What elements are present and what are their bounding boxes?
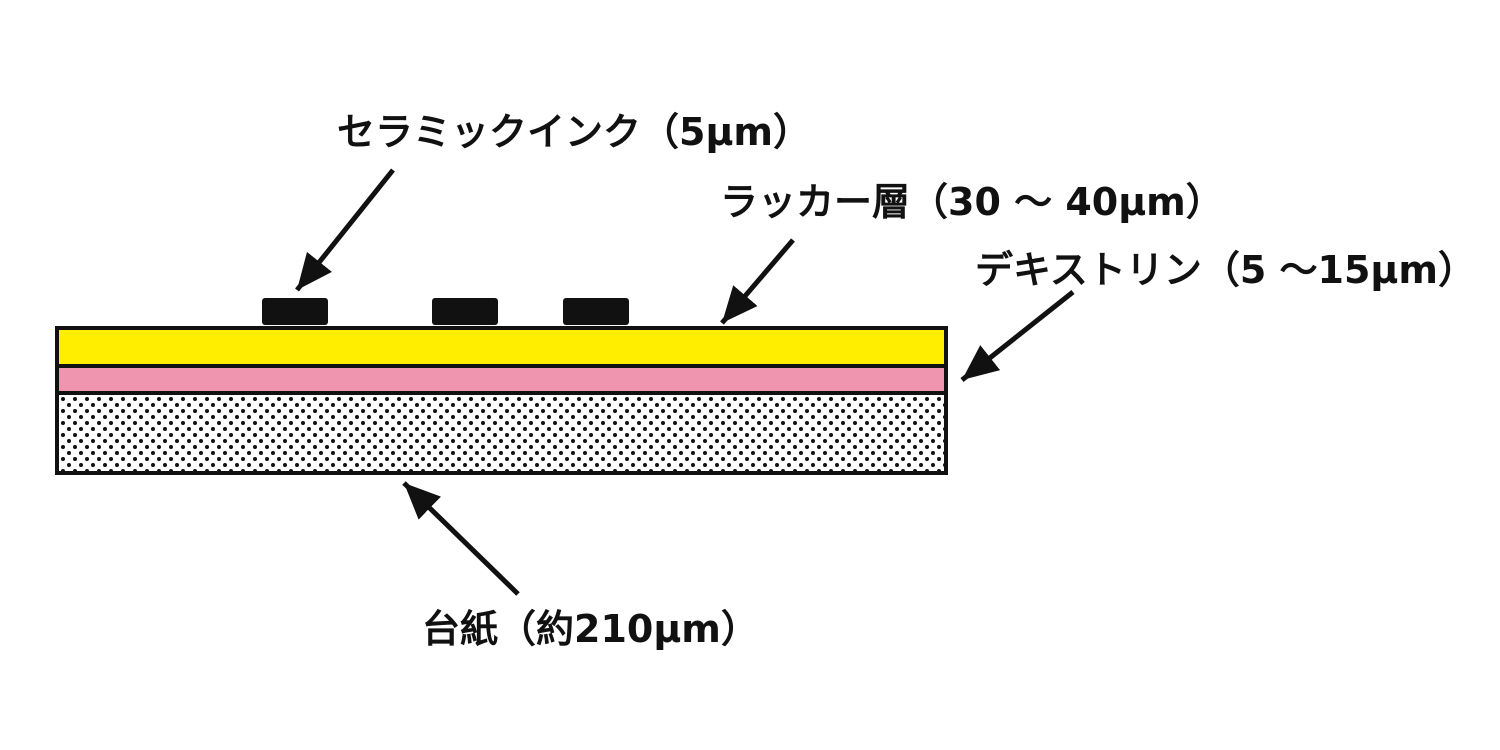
dextrin-layer [55, 364, 948, 395]
lacquer-layer [55, 326, 948, 368]
paper-label: 台紙（約210μm） [422, 607, 759, 651]
ceramic-ink-block [432, 298, 498, 325]
dextrin-arrow [960, 290, 1075, 382]
ink-arrow [295, 168, 395, 292]
paper-arrow [402, 481, 520, 596]
dextrin-label: デキストリン（5 ～15μm） [975, 248, 1476, 292]
lacquer-label: ラッカー層（30 ～ 40μm） [720, 180, 1224, 224]
ceramic-ink-block [563, 298, 629, 325]
lacquer-arrow [720, 238, 795, 325]
paper-layer [55, 391, 948, 475]
ceramic-ink-block [262, 298, 328, 325]
ceramic-ink-label: セラミックインク（5μm） [337, 110, 811, 154]
